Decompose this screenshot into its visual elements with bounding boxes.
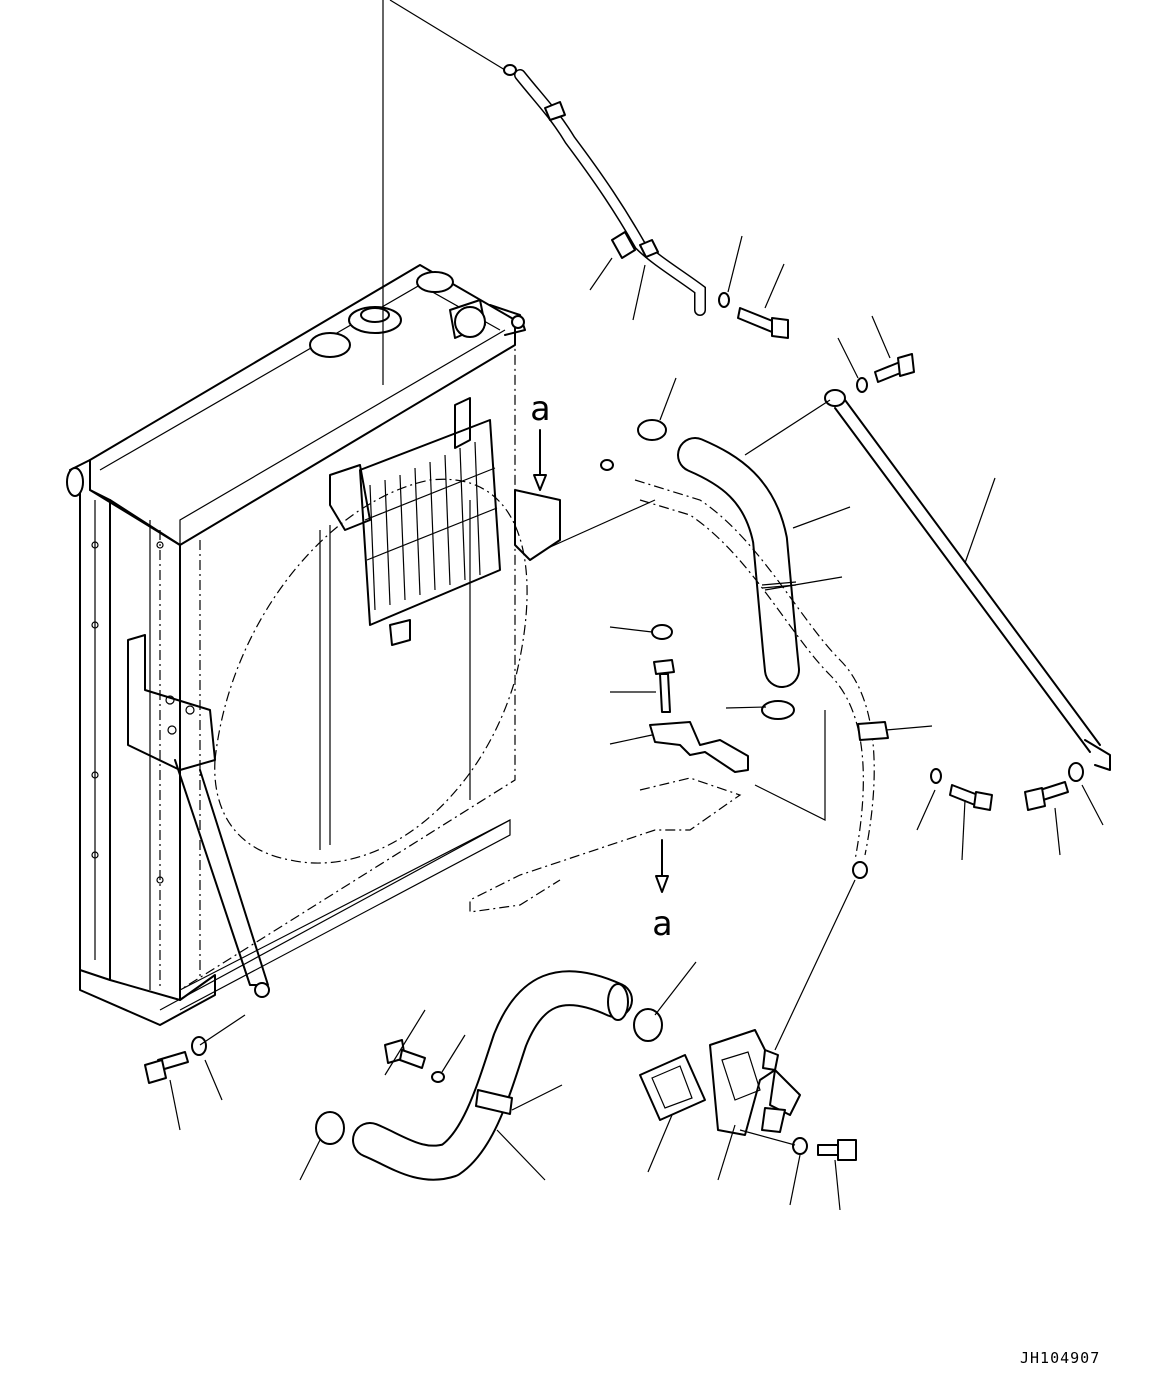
overflow-pipe	[503, 64, 706, 316]
hose-clamp-lower	[761, 700, 795, 720]
radiator-assembly	[66, 264, 528, 1026]
bolt-right-a	[949, 784, 993, 811]
bolt-right-b	[1024, 781, 1069, 811]
lower-hose	[352, 970, 633, 1181]
stay-rod	[824, 389, 1111, 771]
hose-clamp-lower-left	[315, 1111, 345, 1145]
bolt-rod-top	[874, 353, 915, 383]
bracket	[649, 721, 749, 773]
water-pipe-hidden-2	[639, 499, 864, 861]
pipe-clamp	[857, 721, 889, 741]
bolt-center	[653, 659, 675, 713]
hose-clamp-small	[600, 459, 614, 471]
gasket	[639, 1054, 706, 1121]
nut-center	[651, 624, 673, 640]
bolt-lower-center	[384, 1039, 426, 1069]
washer-right-a	[930, 768, 942, 784]
bolt-top	[737, 307, 789, 339]
view-label-top: a	[530, 389, 550, 429]
pipe-end-fitting	[852, 861, 868, 879]
thermostat-pipe-leader	[774, 879, 856, 1051]
hose-clamp-lower-right	[633, 1008, 663, 1042]
oil-cooler	[329, 397, 561, 646]
upper-hose	[677, 437, 800, 688]
drawing-code: JH104907	[1020, 1349, 1100, 1367]
washer-thermostat	[792, 1137, 808, 1155]
washer-top	[718, 292, 730, 308]
bolt-thermostat	[817, 1139, 857, 1161]
leader-top-pipe	[389, 0, 506, 71]
pipe-sleeve	[611, 231, 636, 259]
view-label-bottom: a	[652, 904, 672, 944]
water-pipe-hidden	[634, 479, 875, 856]
bracket-mount-plate	[469, 777, 742, 913]
thermostat-housing	[709, 1029, 801, 1136]
hose-clamp-upper	[637, 419, 667, 441]
bolt-lower-left	[144, 1051, 189, 1084]
washer-right-b	[1068, 762, 1084, 782]
washer-lower-left	[191, 1036, 207, 1056]
washer-rod-top	[856, 377, 868, 393]
callout-leaders	[169, 235, 1104, 1211]
washer-lower-center	[431, 1071, 445, 1083]
